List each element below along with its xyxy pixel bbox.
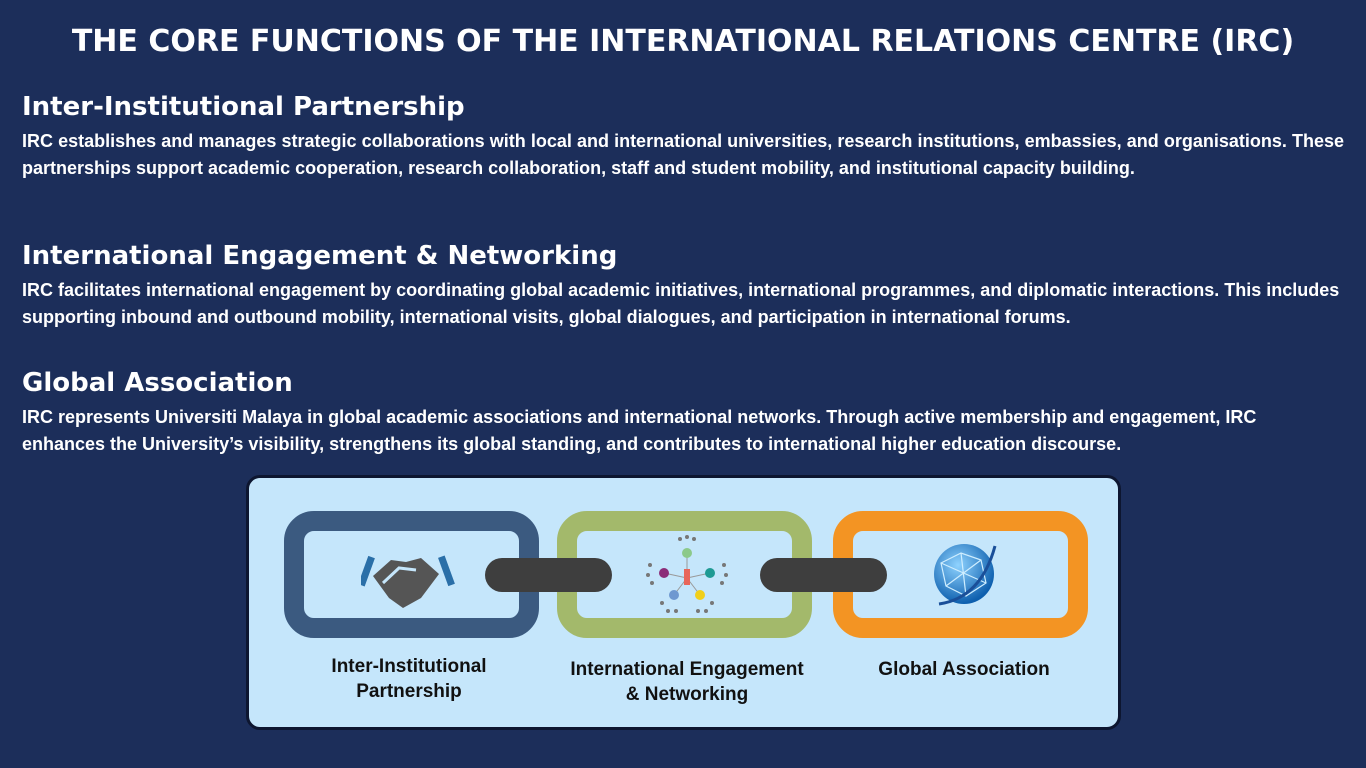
section-engagement: International Engagement & Networking IR… [22, 241, 1344, 331]
section-global: Global Association IRC represents Univer… [22, 368, 1344, 458]
handshake-icon [361, 555, 455, 608]
section-partnership: Inter-Institutional Partnership IRC esta… [22, 92, 1344, 182]
page-title: THE CORE FUNCTIONS OF THE INTERNATIONAL … [71, 24, 1295, 59]
core-functions-diagram: Inter-Institutional Partnership Internat… [246, 475, 1121, 730]
network-people-icon [646, 535, 728, 613]
chain-link-global [833, 511, 1088, 638]
label-line: Inter-Institutional [331, 656, 487, 677]
label-line: & Networking [625, 684, 749, 705]
section-heading: Global Association [22, 368, 293, 398]
section-heading: Inter-Institutional Partnership [22, 92, 465, 122]
section-body: IRC facilitates international engagement… [22, 280, 1340, 327]
label-line: Partnership [356, 681, 462, 702]
globe-icon [934, 544, 997, 606]
section-heading: International Engagement & Networking [22, 241, 618, 271]
label-line: International Engagement [570, 659, 804, 680]
diagram-label-global: Global Association [839, 657, 1089, 682]
diagram-label-partnership: Inter-Institutional Partnership [289, 654, 529, 704]
chain-connector [760, 558, 887, 592]
section-body: IRC establishes and manages strategic co… [22, 131, 1344, 178]
diagram-label-engagement: International Engagement & Networking [539, 657, 835, 707]
section-body: IRC represents Universiti Malaya in glob… [22, 407, 1257, 454]
label-line: Global Association [878, 659, 1050, 680]
chain-link-partnership [284, 511, 539, 638]
chain-connector [485, 558, 612, 592]
